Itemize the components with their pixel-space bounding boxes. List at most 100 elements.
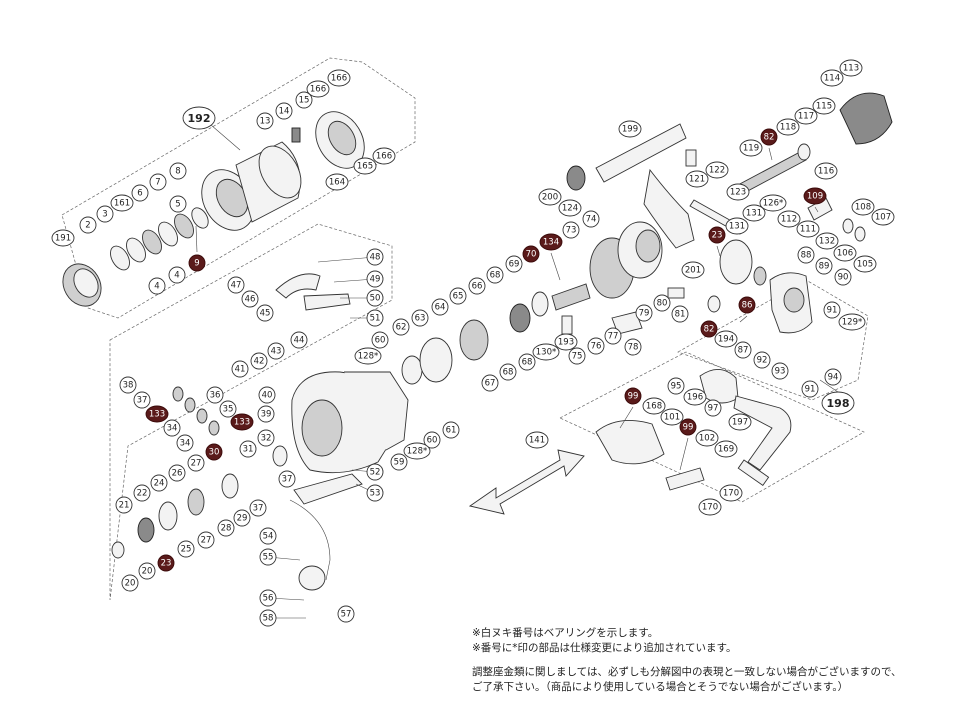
callout-circle — [671, 305, 689, 323]
part-number: 36 — [210, 391, 221, 401]
callout-circle — [796, 220, 820, 238]
part-number: 24 — [154, 479, 165, 489]
part-number: 92 — [757, 356, 768, 366]
bearing-callout: 99 — [624, 387, 642, 405]
callout-circle — [187, 454, 205, 472]
callout-circle — [177, 540, 195, 558]
callout-circle — [206, 386, 224, 404]
callout-circle — [79, 216, 97, 234]
callout-circle — [259, 589, 277, 607]
part-callout: 105 — [853, 255, 877, 273]
part-callout: 80 — [653, 294, 671, 312]
part-callout: 165 — [353, 157, 377, 175]
part-callout: 81 — [671, 305, 689, 323]
callout-circle — [538, 188, 562, 206]
part-number: 191 — [55, 234, 71, 244]
part-number: 37 — [253, 504, 264, 514]
part-number: 68 — [490, 271, 501, 281]
callout-circle — [267, 342, 285, 360]
callout-circle — [853, 255, 877, 273]
part-number: 57 — [341, 610, 352, 620]
bearing-callout: 82 — [700, 320, 718, 338]
part-callout: 38 — [119, 376, 137, 394]
callout-circle — [295, 91, 313, 109]
part-number: 194 — [718, 335, 734, 345]
part-callout: 69 — [505, 255, 523, 273]
part-callout: 29 — [233, 509, 251, 527]
part-callout: 57 — [337, 605, 355, 623]
callout-circle — [337, 605, 355, 623]
part-callout: 3 — [96, 205, 114, 223]
callout-circle — [148, 277, 166, 295]
body-group-outline — [109, 223, 393, 601]
part-number: 95 — [671, 382, 682, 392]
part-callout: 67 — [481, 374, 499, 392]
part-callout: 39 — [257, 405, 275, 423]
part-number: 128* — [358, 352, 378, 362]
part-callout: 68 — [486, 266, 504, 284]
callout-circle — [499, 363, 517, 381]
part-number: 34 — [167, 424, 178, 434]
part-callout: 20 — [138, 562, 156, 580]
note-shim-disclaimer-1: 調整座金類に関しましては、必ずしも分解図中の表現と一致しない場合がございますので… — [472, 666, 902, 678]
part-number: 82 — [704, 325, 715, 335]
part-number: 109 — [807, 192, 823, 202]
part-number: 200 — [542, 193, 558, 203]
part-number: 9 — [194, 259, 199, 269]
drag-knob — [62, 263, 102, 307]
callout-circle — [169, 162, 187, 180]
callout-circle — [325, 173, 349, 191]
part-number: 48 — [370, 253, 381, 263]
part-callout: 2 — [79, 216, 97, 234]
note-shim-disclaimer-2: ご了承下さい。（商品により使用している場合とそうでない場合がございます。） — [472, 681, 849, 693]
part-callout: 129* — [838, 313, 866, 331]
part-number: 121 — [689, 175, 705, 185]
part-callout: 94 — [824, 368, 842, 386]
part-callout: 107 — [871, 208, 895, 226]
part-callout: 24 — [150, 474, 168, 492]
part-number: 37 — [282, 475, 293, 485]
callout-circle — [653, 294, 671, 312]
reel-body — [291, 371, 409, 474]
part-callout: 34 — [163, 419, 181, 437]
callout-circle — [683, 388, 707, 406]
bearing-callout: 134 — [539, 233, 563, 251]
part-number: 165 — [357, 162, 373, 172]
callout-circle — [182, 106, 216, 130]
part-callout: 130* — [532, 343, 560, 361]
part-callout: 123 — [726, 183, 750, 201]
part-number: 68 — [522, 358, 533, 368]
line-roller-parts — [291, 111, 365, 169]
part-number: 21 — [119, 501, 130, 511]
callout-circle — [157, 554, 175, 572]
callout-circle — [366, 270, 384, 288]
callout-circle — [705, 161, 729, 179]
part-callout: 200 — [538, 188, 562, 206]
part-callout: 108 — [851, 198, 875, 216]
part-callout: 197 — [728, 413, 752, 431]
part-callout: 97 — [704, 399, 722, 417]
part-number: 131 — [729, 222, 745, 232]
direction-arrow — [468, 449, 585, 515]
callout-circle — [51, 229, 75, 247]
callout-circle — [257, 405, 275, 423]
callout-circle — [753, 351, 771, 369]
part-number: 61 — [446, 426, 457, 436]
part-number: 111 — [800, 225, 816, 235]
callout-circle — [219, 400, 237, 418]
part-number: 60 — [427, 436, 438, 446]
part-number: 34 — [180, 439, 191, 449]
part-callout: 15 — [295, 91, 313, 109]
part-number: 31 — [243, 445, 254, 455]
part-number: 80 — [657, 299, 668, 309]
callout-circle — [738, 296, 756, 314]
part-number: 113 — [843, 64, 859, 74]
part-number: 51 — [370, 314, 381, 324]
callout-circle — [558, 199, 582, 217]
part-callout: 45 — [256, 304, 274, 322]
part-callout: 119 — [739, 139, 763, 157]
part-callout: 48 — [366, 248, 384, 266]
part-callout: 166 — [327, 69, 351, 87]
part-callout: 170 — [719, 484, 743, 502]
